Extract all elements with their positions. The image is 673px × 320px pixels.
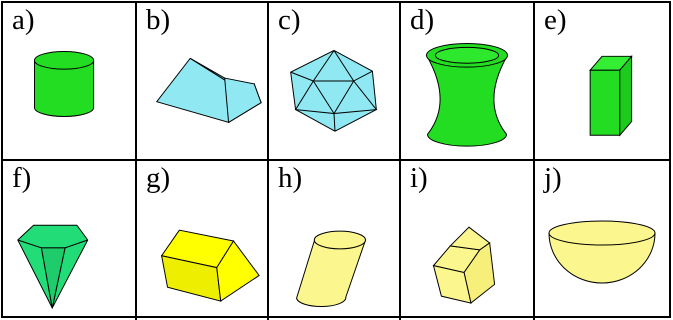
icosahedron-shape (290, 49, 378, 132)
cell-b: b) (137, 3, 269, 161)
label-h: h) (278, 162, 303, 194)
cell-c: c) (269, 3, 401, 161)
pentagonal-prism-shape (432, 226, 496, 304)
triangular-prism-shape (155, 57, 263, 124)
label-b: b) (146, 4, 171, 36)
label-j: j) (544, 162, 562, 194)
cell-f: f) (3, 161, 137, 320)
label-a: a) (12, 4, 35, 36)
label-i: i) (410, 162, 428, 194)
hemisphere-shape (548, 220, 656, 284)
gem-pyramid-shape (17, 224, 89, 310)
rectangular-prism-shape (589, 54, 633, 137)
cell-g: g) (137, 161, 269, 320)
label-g: g) (146, 162, 171, 194)
oblique-cylinder-shape (296, 230, 367, 307)
cell-d: d) (401, 3, 535, 161)
cell-i: i) (401, 161, 535, 320)
label-e: e) (544, 4, 567, 36)
cell-j: j) (535, 161, 669, 320)
hyperboloid-shape (425, 42, 509, 147)
cylinder-shape (34, 50, 95, 117)
cell-h: h) (269, 161, 401, 320)
label-f: f) (12, 162, 32, 194)
cell-a: a) (3, 3, 137, 161)
trapezoidal-prism-shape (160, 229, 260, 302)
label-d: d) (410, 4, 435, 36)
label-c: c) (278, 4, 301, 36)
cell-e: e) (535, 3, 669, 161)
